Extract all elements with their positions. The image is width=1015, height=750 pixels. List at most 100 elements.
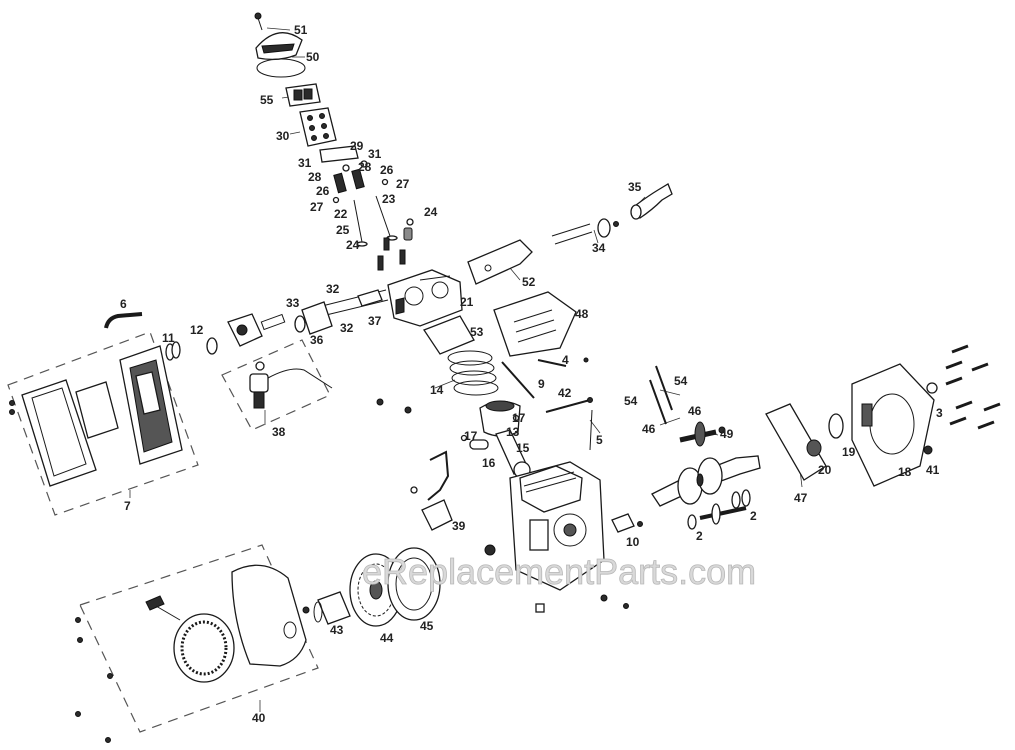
callout-27a: 27 (310, 200, 324, 214)
callout-52: 52 (522, 275, 536, 289)
callout-30: 30 (276, 129, 290, 143)
crankcase-cover-18 (851, 363, 938, 487)
recoil-starter-40 (145, 564, 307, 683)
callout-17b: 17 (464, 429, 478, 443)
callout-24b: 24 (346, 238, 360, 252)
head-gasket-53 (423, 315, 475, 355)
watermark: eReplacementParts.com (362, 551, 756, 592)
callout-28a: 28 (308, 170, 322, 184)
callout-6: 6 (120, 297, 127, 311)
callout-32a: 32 (326, 282, 340, 296)
callout-47: 47 (794, 491, 808, 505)
crankcase (509, 461, 605, 591)
callout-17a: 17 (512, 411, 526, 425)
governor-gear-20 (806, 439, 822, 457)
callout-49: 49 (720, 427, 734, 441)
intake-manifold-33 (294, 301, 333, 335)
governor-4-42 (545, 357, 593, 451)
crankcase-cover-48 (493, 291, 577, 357)
push-rod-guide-29 (319, 145, 359, 163)
callout-20: 20 (818, 463, 832, 477)
cover-bolts (945, 344, 1001, 430)
callout-5: 5 (596, 433, 603, 447)
recoil-starter-assembly-box (79, 544, 319, 733)
ignition-coil-39 (410, 450, 453, 531)
air-filter-assembly-box (7, 331, 199, 516)
starter-pulley-43 (302, 591, 351, 625)
air-filter-housing (9, 345, 183, 487)
callout-25: 25 (336, 223, 350, 237)
callout-15: 15 (516, 441, 530, 455)
breather-plate-55 (285, 83, 321, 107)
callout-54a: 54 (674, 374, 688, 388)
piston-pin-16 (460, 414, 520, 450)
callout-10: 10 (626, 535, 640, 549)
callout-41: 41 (926, 463, 940, 477)
callout-34: 34 (592, 241, 606, 255)
cover-gasket-47 (765, 403, 827, 481)
callout-7: 7 (124, 499, 131, 513)
callout-labels: 51 50 55 30 29 31 31 28 28 26 26 27 27 2… (120, 23, 943, 725)
callout-19: 19 (842, 445, 856, 459)
piston-13 (479, 400, 521, 437)
cylinder-head-21 (387, 269, 463, 327)
callout-33: 33 (286, 296, 300, 310)
callout-50: 50 (306, 50, 320, 64)
callout-2b: 2 (696, 529, 703, 543)
callout-46a: 46 (688, 404, 702, 418)
balancer-2 (687, 489, 751, 530)
callout-32b: 32 (340, 321, 354, 335)
callout-40: 40 (252, 711, 266, 725)
callout-27b: 27 (396, 177, 410, 191)
insulator-11 (165, 341, 181, 361)
callout-51: 51 (294, 23, 308, 37)
callout-9: 9 (538, 377, 545, 391)
callout-2a: 2 (750, 509, 757, 523)
callout-43: 43 (330, 623, 344, 637)
callout-54b: 54 (624, 394, 638, 408)
callout-21: 21 (460, 295, 474, 309)
carburetor-12 (206, 313, 286, 355)
callout-26a: 26 (316, 184, 330, 198)
misc-bolts (376, 398, 629, 613)
lifters-54 (649, 365, 673, 425)
starter-bolts (75, 617, 113, 743)
leader-lines (129, 27, 803, 712)
callout-31a: 31 (298, 156, 312, 170)
callout-44: 44 (380, 631, 394, 645)
callout-31b: 31 (368, 147, 382, 161)
intake-studs-32 (321, 289, 389, 317)
callout-37: 37 (368, 314, 382, 328)
callout-38: 38 (272, 425, 286, 439)
callout-55: 55 (260, 93, 274, 107)
fuel-tap-38 (249, 361, 333, 409)
camshaft (679, 421, 726, 447)
callout-35: 35 (628, 180, 642, 194)
oil-seal-19 (828, 413, 844, 439)
exhaust-studs-34 (551, 218, 619, 245)
fuel-tap-assembly-box (221, 339, 331, 431)
callout-3: 3 (936, 406, 943, 420)
valve-cover-51 (254, 12, 303, 61)
push-rods-9 (501, 359, 567, 399)
callout-23: 23 (382, 192, 396, 206)
callout-28b: 28 (358, 160, 372, 174)
rocker-assembly-30 (299, 107, 337, 147)
piston-rings-14 (447, 350, 499, 396)
callout-53: 53 (470, 325, 484, 339)
drain-plug-41 (923, 445, 933, 455)
callout-46b: 46 (642, 422, 656, 436)
callout-42: 42 (558, 386, 572, 400)
callout-29: 29 (350, 139, 364, 153)
callout-24a: 24 (424, 205, 438, 219)
callout-16: 16 (482, 456, 496, 470)
heat-shield-52 (467, 239, 533, 285)
callout-36: 36 (310, 333, 324, 347)
callout-4: 4 (562, 353, 569, 367)
callout-18: 18 (898, 465, 912, 479)
breather-tube-6 (104, 312, 143, 329)
callout-12: 12 (190, 323, 204, 337)
oil-sensor-10 (611, 513, 643, 533)
callout-26b: 26 (380, 163, 394, 177)
exhaust-pipe-35 (630, 183, 673, 220)
